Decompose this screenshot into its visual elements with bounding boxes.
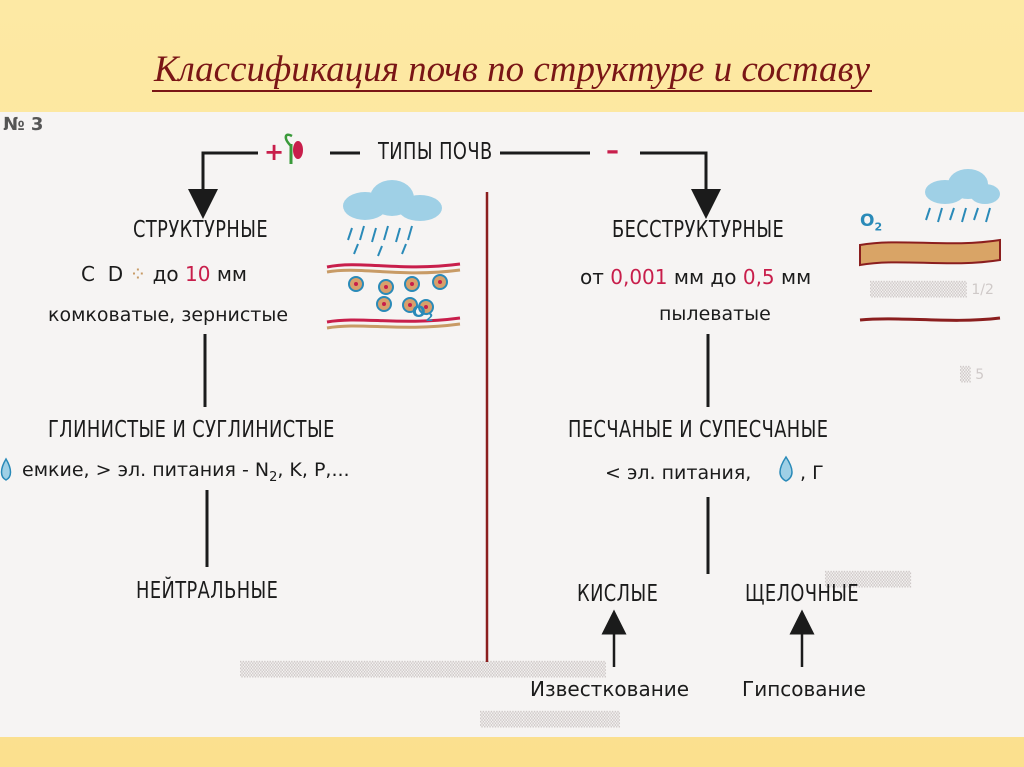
- minus-sign: –: [606, 136, 619, 166]
- left-props: емкие, > эл. питания - N2, K, P,...: [22, 459, 350, 485]
- right-reaction-alkaline: ЩЕЛОЧНЫЕ: [745, 581, 860, 607]
- left-reaction: НЕЙТРАЛЬНЫЕ: [136, 578, 279, 604]
- plant-icon: [284, 133, 303, 164]
- ghost-text: ▒▒▒▒▒▒▒▒▒▒▒▒▒▒▒▒▒▒▒▒▒▒▒▒▒▒▒▒▒▒▒▒▒▒: [240, 662, 607, 678]
- liming-label: Известкование: [530, 677, 690, 701]
- right-size-line: от 0,001 мм до 0,5 мм: [580, 265, 812, 289]
- slide-title: Классификация почв по структуре и состав…: [152, 49, 872, 92]
- left-o2-label: O2: [412, 302, 434, 325]
- right-props: < эл. питания,: [605, 462, 752, 484]
- right-composition: ПЕСЧАНЫЕ И СУПЕСЧАНЫЕ: [568, 417, 829, 443]
- diagram-panel: ▒▒▒▒▒▒▒▒▒ 1/2 ▒ 5 ▒▒▒▒▒▒▒▒ ▒▒▒▒▒▒▒▒▒▒▒▒▒…: [0, 112, 1024, 737]
- rain-cloud-left-icon: [343, 180, 442, 257]
- ghost-text: ▒▒▒▒▒▒▒▒▒ 1/2: [870, 282, 994, 298]
- water-drop-left-icon: [0, 457, 12, 481]
- right-forms: пылеватые: [659, 303, 771, 325]
- ghost-text: ▒▒▒▒▒▒▒▒: [825, 572, 912, 588]
- right-reaction-acid: КИСЛЫЕ: [577, 581, 659, 607]
- water-drop-right-icon: [779, 455, 793, 482]
- left-type-label: СТРУКТУРНЫЕ: [133, 217, 269, 243]
- structured-soil-icon: [326, 262, 461, 330]
- left-forms: комковатые, зернистые: [48, 304, 289, 326]
- left-composition: ГЛИНИСТЫЕ И СУГЛИНИСТЫЕ: [48, 417, 335, 443]
- gypsum-label: Гипсование: [742, 677, 866, 701]
- right-o2-label: O2: [860, 211, 883, 234]
- ghost-text: ▒▒▒▒▒▒▒▒▒▒▒▒▒: [480, 712, 620, 728]
- plus-sign: +: [264, 138, 285, 166]
- root-label: ТИПЫ ПОЧВ: [378, 139, 493, 165]
- corner-label: № 3: [3, 114, 44, 135]
- structureless-soil-icon: [859, 238, 1001, 322]
- connector-lines: [0, 133, 1001, 667]
- rain-cloud-right-icon: [925, 169, 1000, 223]
- right-props-tail: , Г: [800, 462, 824, 484]
- right-type-label: БЕССТРУКТУРНЫЕ: [612, 217, 785, 243]
- left-size-line: С D ⁘ до 10 мм: [81, 262, 248, 286]
- ghost-text: ▒ 5: [960, 367, 985, 383]
